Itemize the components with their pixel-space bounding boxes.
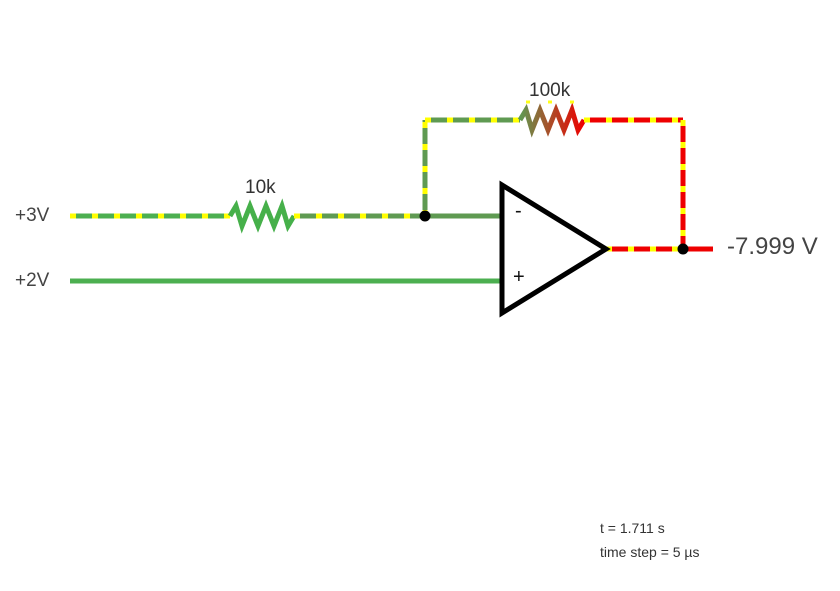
output-voltage-label: -7.999 V bbox=[727, 233, 818, 260]
summing-node[interactable] bbox=[419, 210, 431, 222]
inverting-input-symbol: - bbox=[515, 200, 522, 222]
output-node[interactable] bbox=[677, 243, 689, 255]
time-step-readout: time step = 5 µs bbox=[600, 544, 700, 560]
noninverting-input-symbol: + bbox=[513, 266, 525, 288]
time-readout: t = 1.711 s bbox=[600, 520, 665, 536]
resistor-100k-label: 100k bbox=[529, 80, 571, 101]
resistor-10k-label: 10k bbox=[245, 177, 276, 198]
input-2v-label: +2V bbox=[15, 270, 50, 291]
input-3v-label: +3V bbox=[15, 205, 50, 226]
resistor-100k[interactable] bbox=[517, 102, 587, 138]
resistor-10k[interactable] bbox=[227, 198, 297, 234]
opamp-triangle[interactable] bbox=[499, 180, 611, 318]
